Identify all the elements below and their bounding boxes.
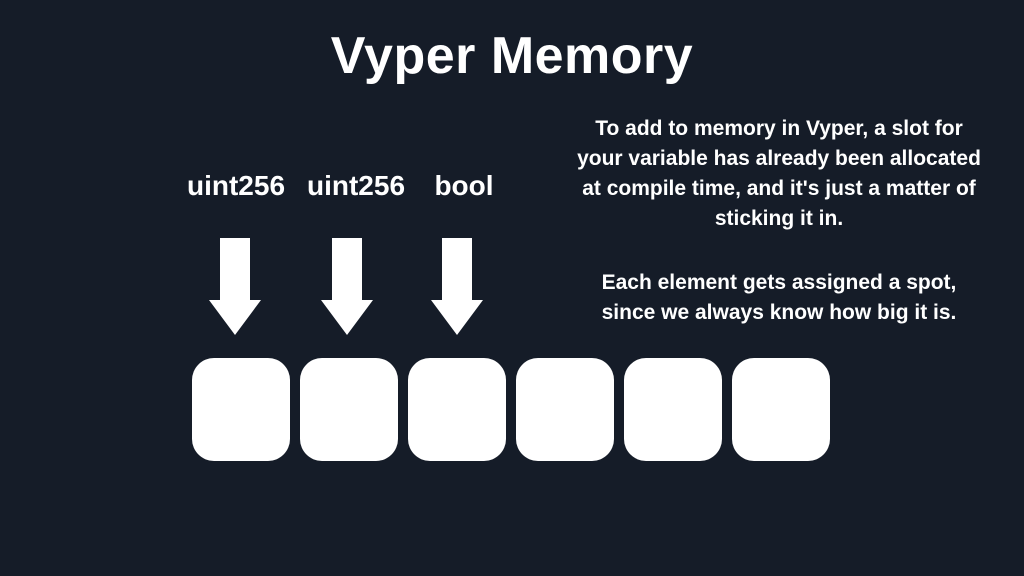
memory-slot xyxy=(300,358,398,461)
memory-slot xyxy=(408,358,506,461)
type-label-uint256-2: uint256 xyxy=(306,170,406,201)
type-label-uint256-1: uint256 xyxy=(186,170,286,201)
memory-slot xyxy=(624,358,722,461)
down-arrow-icon xyxy=(431,238,483,335)
type-label-bool: bool xyxy=(434,170,494,201)
page-title: Vyper Memory xyxy=(330,27,694,85)
explanation-text: To add to memory in Vyper, a slot for yo… xyxy=(576,114,982,328)
memory-slots xyxy=(192,358,830,461)
memory-slot xyxy=(516,358,614,461)
memory-slot xyxy=(732,358,830,461)
down-arrow-icon xyxy=(321,238,373,335)
memory-slot xyxy=(192,358,290,461)
explanation-paragraph-1: To add to memory in Vyper, a slot for yo… xyxy=(577,117,981,230)
explanation-paragraph-2: Each element gets assigned a spot, since… xyxy=(601,271,957,324)
down-arrow-icon xyxy=(209,238,261,335)
